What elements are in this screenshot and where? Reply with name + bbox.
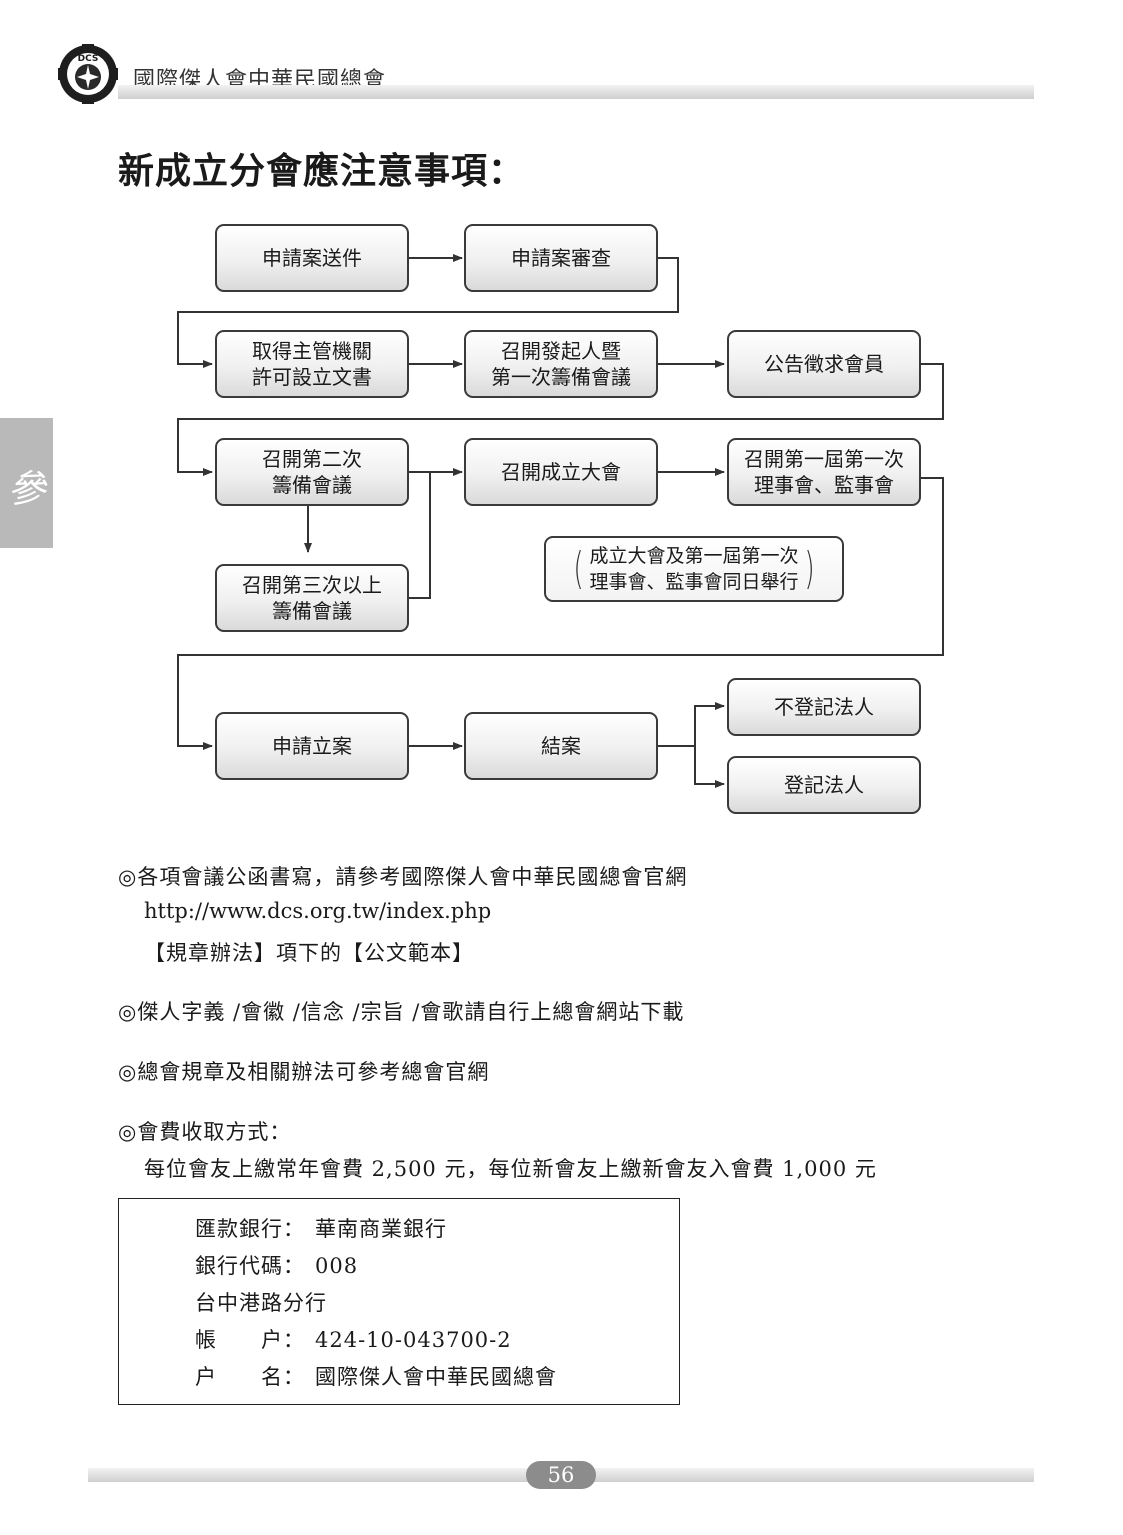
flow-step-second-prep-meeting: 召開第二次 籌備會議 [215, 438, 409, 506]
note-item-4-detail: 每位會友上繳常年會費 2,500 元，每位新會友上繳新會友入會費 1,000 元 [144, 1157, 877, 1181]
header-bar [118, 85, 1034, 99]
flow-step-registered-entity: 登記法人 [727, 756, 921, 814]
note-item-1-url[interactable]: http://www.dcs.org.tw/index.php [144, 899, 492, 923]
note-right-paren: ) [803, 543, 815, 594]
page-number: 56 [526, 1461, 596, 1489]
side-tab-label: 參 [7, 467, 46, 511]
flow-note-text: 成立大會及第一屆第一次 理事會、監事會同日舉行 [589, 545, 799, 593]
page-title: 新成立分會應注意事項： [118, 151, 526, 192]
svg-text:DCS: DCS [78, 54, 99, 64]
bank-row-code: 銀行代碼：008 [195, 1254, 359, 1278]
flow-step-obtain-permit: 取得主管機關 許可設立文書 [215, 330, 409, 398]
flow-step-apply-registration: 申請立案 [215, 712, 409, 780]
bank-row-account: 帳 户：424-10-043700-2 [195, 1328, 512, 1352]
flow-step-first-prep-meeting: 召開發起人暨 第一次籌備會議 [464, 330, 658, 398]
note-left-paren: ( [573, 543, 585, 594]
dcs-logo: DCS [58, 44, 118, 104]
side-tab: 參 [0, 418, 53, 548]
flow-step-third-prep-meeting: 召開第三次以上 籌備會議 [215, 564, 409, 632]
note-item-2: ◎傑人字義 /會徽 /信念 /宗旨 /會歌請自行上總會網站下載 [118, 1000, 685, 1024]
note-item-1-line-1: ◎各項會議公函書寫，請參考國際傑人會中華民國總會官網 [118, 865, 688, 889]
flow-step-announce-recruit: 公告徵求會員 [727, 330, 921, 398]
flow-step-first-board-meeting: 召開第一屆第一次 理事會、監事會 [727, 438, 921, 506]
note-item-3: ◎總會規章及相關辦法可參考總會官網 [118, 1060, 490, 1084]
flow-step-review-application: 申請案審查 [464, 224, 658, 292]
flow-step-close-case: 結案 [464, 712, 658, 780]
flow-note: ( 成立大會及第一屆第一次 理事會、監事會同日舉行 ) [544, 536, 844, 602]
bank-info-box: 匯款銀行：華南商業銀行 銀行代碼：008 台中港路分行 帳 户：424-10-0… [118, 1198, 680, 1405]
bank-row-name: 户 名：國際傑人會中華民國總會 [195, 1365, 557, 1389]
bank-row-bank: 匯款銀行：華南商業銀行 [195, 1217, 447, 1241]
flow-step-submit-application: 申請案送件 [215, 224, 409, 292]
note-item-4-title: ◎會費收取方式： [118, 1120, 292, 1144]
note-item-1-line-3: 【規章辦法】項下的【公文範本】 [144, 941, 474, 965]
bank-row-branch: 台中港路分行 [195, 1291, 327, 1315]
flow-step-not-registered-entity: 不登記法人 [727, 678, 921, 736]
flow-step-founding-assembly: 召開成立大會 [464, 438, 658, 506]
